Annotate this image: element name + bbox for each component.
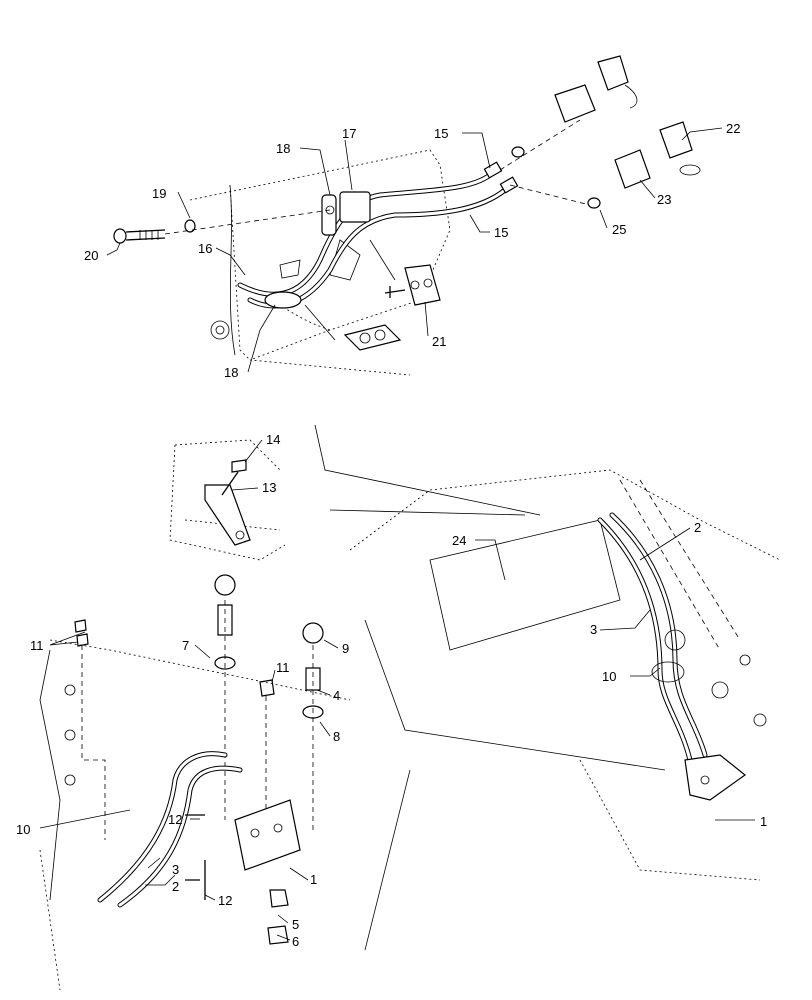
leader-lines [39,127,755,941]
lower-left-assembly [39,439,351,991]
callout-7: 7 [182,638,189,653]
callout-18: 18 [276,141,290,156]
callout-12: 12 [218,893,232,908]
lower-right-detail [314,424,781,951]
callout-2: 2 [172,879,179,894]
callout-labels: 1 1 2 2 3 3 4 5 6 7 8 9 10 10 11 11 12 1… [16,121,767,949]
callout-20: 20 [84,248,98,263]
callout-19: 19 [152,186,166,201]
callout-15: 15 [434,126,448,141]
callout-1: 1 [760,814,767,829]
callout-2: 2 [694,520,701,535]
top-assembly [113,55,701,376]
callout-1: 1 [310,872,317,887]
callout-9: 9 [342,641,349,656]
callout-25: 25 [612,222,626,237]
callout-14: 14 [266,432,280,447]
callout-15: 15 [494,225,508,240]
callout-12: 12 [168,812,182,827]
callout-4: 4 [333,688,340,703]
callout-22: 22 [726,121,740,136]
callout-16: 16 [198,241,212,256]
callout-23: 23 [657,192,671,207]
callout-24: 24 [452,533,466,548]
callout-6: 6 [292,934,299,949]
callout-11: 11 [30,638,44,653]
callout-13: 13 [262,480,276,495]
callout-11: 11 [276,660,290,675]
callout-21: 21 [432,334,446,349]
callout-17: 17 [342,126,356,141]
callout-10: 10 [602,669,616,684]
callout-18: 18 [224,365,238,380]
callout-10: 10 [16,822,30,837]
callout-8: 8 [333,729,340,744]
callout-3: 3 [172,862,179,877]
callout-3: 3 [590,622,597,637]
callout-5: 5 [292,917,299,932]
